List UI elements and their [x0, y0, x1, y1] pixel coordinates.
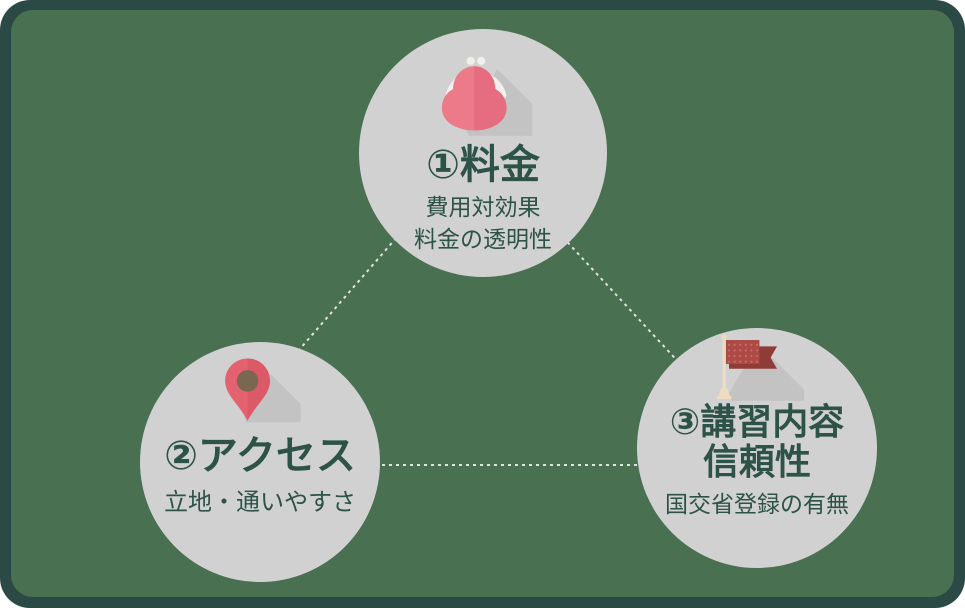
node-trust-title: ③講習内容 信頼性: [669, 401, 845, 483]
node-fee-subtitle-line2: 料金の透明性: [414, 226, 552, 253]
node-fee-title-line1: ①料金: [426, 143, 540, 187]
purse-icon: [429, 53, 537, 141]
node-fee-title: ①料金: [426, 143, 540, 187]
node-access-subtitle-line1: 立地・通いやすさ: [164, 489, 356, 516]
node-trust-subtitle-line1: 国交省登録の有無: [665, 490, 849, 517]
node-trust-title-line1: ③講習内容: [669, 401, 845, 442]
node-fee-subtitle-line1: 費用対効果: [425, 194, 541, 220]
node-trust-subtitle: 国交省登録の有無: [665, 488, 849, 520]
node-fee-subtitle: 費用対効果 料金の透明性: [414, 191, 552, 255]
flag-icon: [705, 332, 809, 404]
node-trust-title-line2: 信頼性: [702, 441, 811, 483]
node-trust-circle: ③講習内容 信頼性 国交省登録の有無: [637, 328, 877, 568]
connector-fee-access: [285, 221, 411, 366]
node-fee-circle: ①料金 費用対効果 料金の透明性: [359, 29, 607, 277]
node-access-subtitle: 立地・通いやすさ: [164, 486, 356, 520]
node-access-circle: ②アクセス 立地・通いやすさ: [140, 342, 380, 582]
node-access-title-line1: ②アクセス: [164, 434, 356, 478]
node-access-title: ②アクセス: [164, 434, 356, 478]
connector-fee-trust: [557, 231, 685, 369]
map-pin-icon: [214, 356, 306, 432]
